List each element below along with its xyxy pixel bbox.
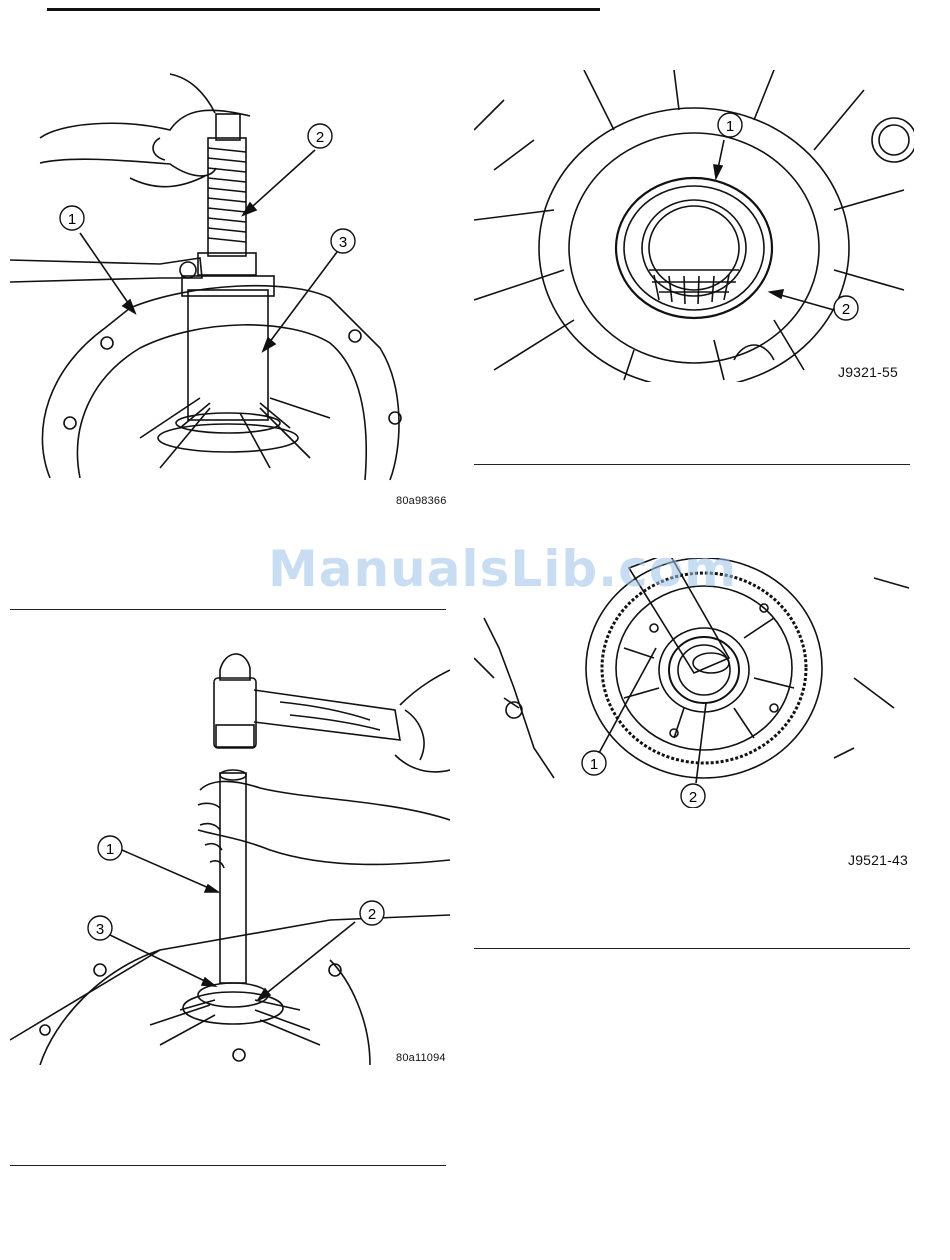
section-rule <box>10 609 446 610</box>
figure-bottom-left: 1 2 3 <box>10 630 450 1065</box>
callout-1: 1 <box>106 841 114 858</box>
callout-3: 3 <box>96 921 104 938</box>
section-rule <box>474 464 910 465</box>
callout-2: 2 <box>689 789 697 806</box>
callout-3: 3 <box>339 234 347 251</box>
figure-top-right: 1 2 <box>474 70 914 382</box>
figure-code: 80a11094 <box>396 1052 446 1064</box>
callout-1: 1 <box>590 756 598 773</box>
callout-2: 2 <box>368 906 376 923</box>
callout-1: 1 <box>68 211 76 228</box>
callout-2: 2 <box>316 129 324 146</box>
section-rule <box>474 948 910 949</box>
section-rule <box>10 1165 446 1166</box>
header-rule <box>47 8 600 11</box>
figure-code: J9521-43 <box>848 852 908 868</box>
figure-code: J9321-55 <box>838 364 898 380</box>
figure-top-left: 1 2 3 <box>10 68 450 483</box>
callout-1: 1 <box>726 118 734 135</box>
callout-2: 2 <box>842 301 850 318</box>
figure-code: 80a98366 <box>396 495 447 507</box>
watermark: ManualsLib.com <box>268 540 737 598</box>
